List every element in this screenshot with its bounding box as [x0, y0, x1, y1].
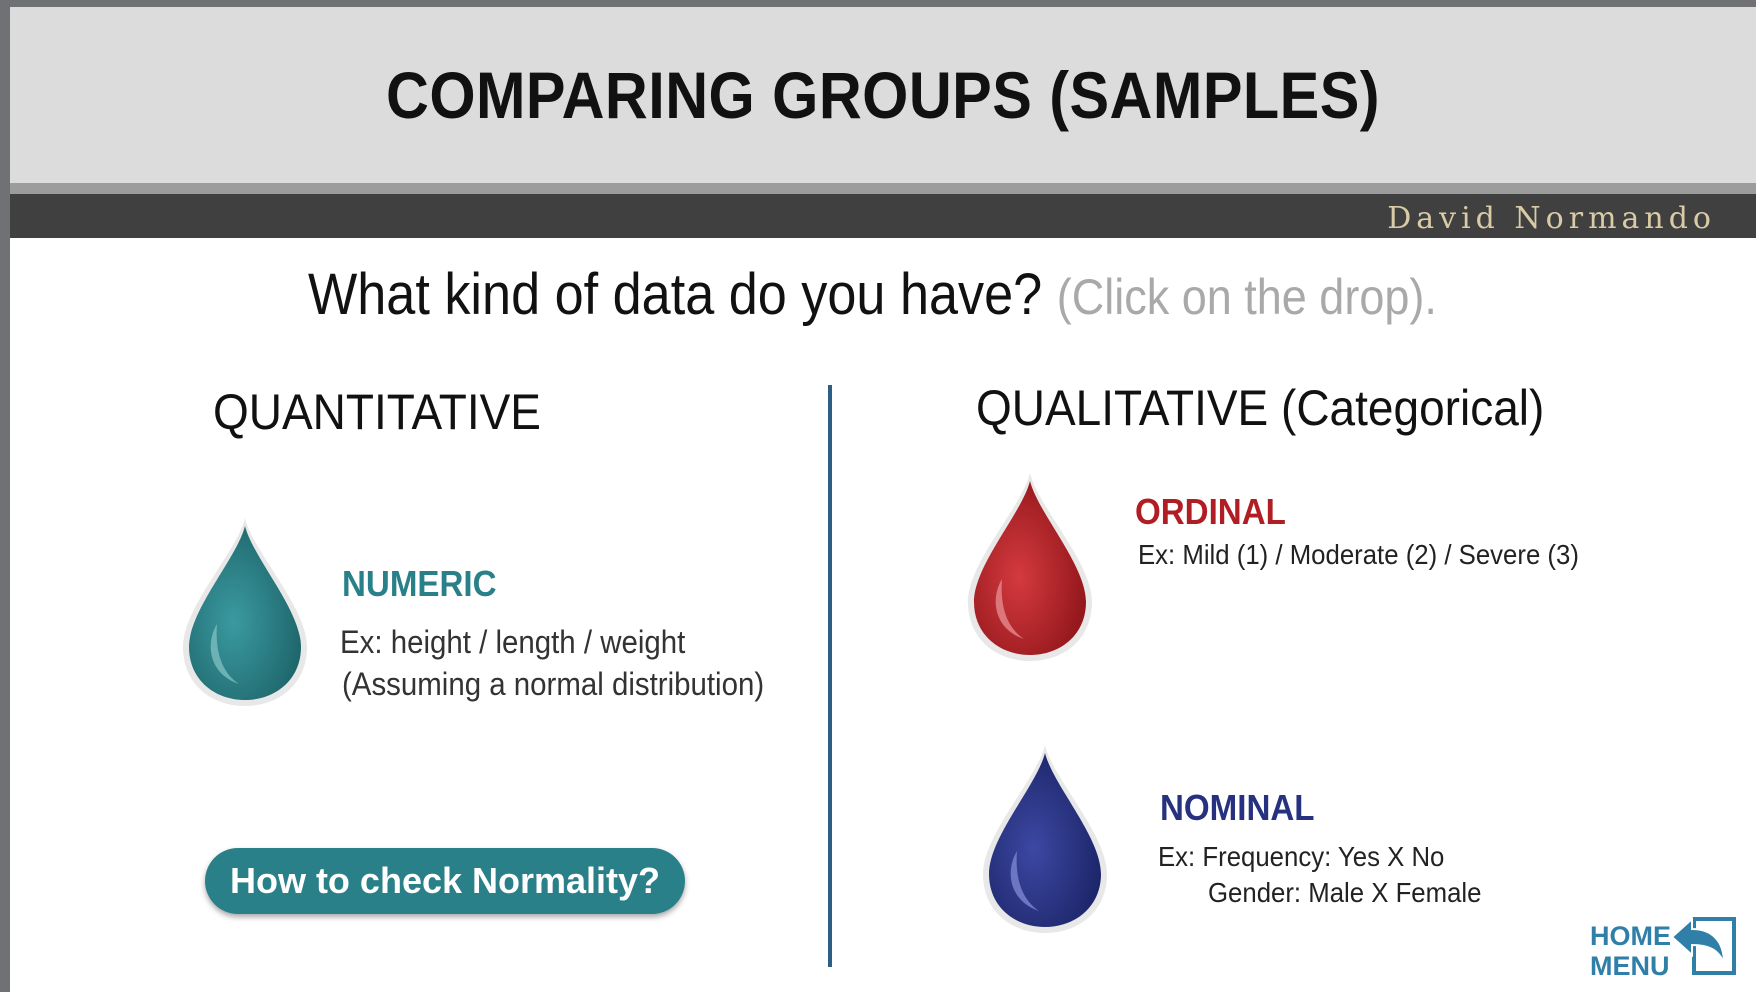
home-label-line1: HOME	[1590, 921, 1671, 951]
ordinal-drop-button[interactable]	[960, 467, 1100, 667]
ordinal-example: Ex: Mild (1) / Moderate (2) / Severe (3)	[1138, 539, 1579, 570]
ordinal-label: ORDINAL	[1135, 491, 1286, 532]
page-title: COMPARING GROUPS (SAMPLES)	[385, 58, 1381, 132]
nominal-label: NOMINAL	[1160, 787, 1315, 828]
author-name: David Normando	[1387, 201, 1716, 236]
question-main: What kind of data do you have?	[308, 262, 1043, 327]
nominal-example-1: Ex: Frequency: Yes X No	[1158, 841, 1445, 872]
blue-drop-icon	[983, 745, 1107, 933]
author-bar: David Normando	[10, 194, 1756, 238]
check-normality-button[interactable]: How to check Normality?	[205, 848, 685, 914]
red-drop-icon	[968, 473, 1092, 661]
numeric-drop-button[interactable]	[175, 512, 315, 712]
nominal-example-2: Gender: Male X Female	[1208, 877, 1482, 908]
title-bar: COMPARING GROUPS (SAMPLES)	[10, 7, 1756, 183]
home-menu-label: HOME MENU	[1590, 921, 1671, 981]
qualitative-heading: QUALITATIVE (Categorical)	[976, 380, 1545, 436]
question-hint: (Click on the drop).	[1056, 269, 1437, 325]
section-divider	[828, 385, 832, 967]
numeric-example-2: (Assuming a normal distribution)	[342, 666, 765, 702]
nominal-drop-button[interactable]	[975, 739, 1115, 939]
home-label-line2: MENU	[1590, 951, 1670, 981]
divider-strip	[10, 183, 1756, 194]
slide: COMPARING GROUPS (SAMPLES) David Normand…	[10, 7, 1756, 992]
home-menu-button[interactable]: HOME MENU	[1590, 913, 1750, 985]
numeric-example-1: Ex: height / length / weight	[340, 624, 686, 660]
numeric-label: NUMERIC	[342, 563, 497, 604]
teal-drop-icon	[183, 518, 307, 706]
question-text: What kind of data do you have? (Click on…	[308, 261, 1437, 328]
return-arrow-icon	[1670, 916, 1736, 975]
quantitative-heading: QUANTITATIVE	[213, 384, 541, 440]
